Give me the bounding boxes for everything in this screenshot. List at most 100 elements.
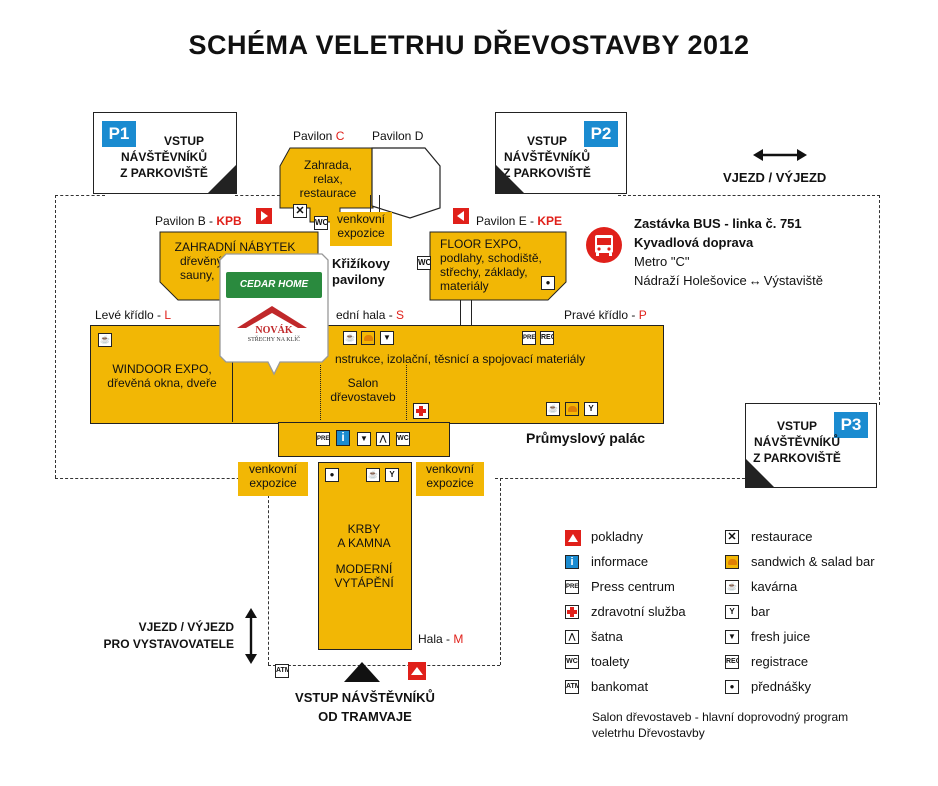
sandwich-icon	[725, 555, 739, 569]
press-icon: PRESS	[316, 432, 330, 446]
connector	[370, 195, 380, 225]
registration-icon: REG	[725, 655, 739, 669]
atm-icon: ATM	[275, 664, 289, 678]
venkovni-text: venkovní	[425, 462, 475, 476]
pavilon-e-text: podlahy, schodiště,	[440, 251, 542, 265]
parking-p1-line: VSTUP	[163, 134, 204, 148]
wc-icon: WC	[417, 256, 431, 270]
bus-line-4: Nádraží Holešovice↔Výstaviště	[634, 273, 823, 288]
juice-icon: ▼	[725, 630, 739, 644]
parking-p3-badge: P3	[834, 412, 868, 438]
legend-item: PRESS Press centrum	[565, 579, 675, 594]
bus-icon	[586, 227, 622, 263]
boundary-line	[268, 665, 500, 666]
vertical-double-arrow-icon	[245, 608, 257, 664]
legend-item: pokladny	[565, 528, 725, 550]
bus-line-3: Metro "C"	[634, 254, 690, 269]
parking-p3-line: Z PARKOVIŠTĚ	[753, 451, 841, 465]
boundary-line	[618, 195, 880, 196]
pavilon-e-text: materiály	[440, 279, 489, 293]
venkovni-text: venkovní	[248, 462, 298, 476]
lecture-icon: ●	[325, 468, 339, 482]
parking-p3-box[interactable]: P3 VSTUP NÁVŠTĚVNÍKŮ Z PARKOVIŠTĚ	[745, 403, 877, 488]
lecture-icon: ●	[725, 680, 739, 694]
ticket-office-icon	[408, 662, 426, 680]
parking-p2-line: NÁVŠTĚVNÍKŮ	[503, 150, 590, 164]
wc-icon: WC	[565, 655, 579, 669]
pavilon-b-text: dřevěný	[180, 254, 223, 268]
hala-m-text	[318, 550, 410, 562]
prumyslovy-palac-label: Průmyslový palác	[526, 430, 646, 446]
venkovni-text: expozice	[337, 226, 385, 240]
corner-arrow-icon	[496, 165, 524, 193]
venkovni-expozice-top[interactable]: venkovní expozice	[330, 212, 392, 246]
cloakroom-icon: ⋀	[565, 630, 579, 644]
bus-line-1: Zastávka BUS - linka č. 751	[634, 216, 802, 231]
parking-p2-box[interactable]: P2 VSTUP NÁVŠTĚVNÍKŮ Z PARKOVIŠTĚ	[495, 112, 627, 194]
pavilon-e-text: FLOOR EXPO,	[440, 237, 522, 251]
sandwich-icon	[565, 402, 579, 416]
leve-kridlo-label: Levé křídlo - L	[95, 308, 172, 322]
legend-item: ATM bankomat	[565, 679, 649, 694]
vjezd-top-label: VJEZD / VÝJEZD	[723, 170, 827, 185]
pavilon-c-text: restaurace	[299, 186, 357, 200]
pavilon-e-shape[interactable]	[428, 230, 570, 302]
boundary-line	[500, 478, 501, 665]
legend-item: sandwich & salad bar	[725, 553, 905, 575]
tram-entrance-label: OD TRAMVAJE	[318, 709, 412, 724]
double-arrow-icon	[753, 149, 807, 161]
press-icon: PRESS	[565, 580, 579, 594]
pavilon-c-label: Pavilon C	[293, 129, 345, 143]
tram-entrance-label: VSTUP NÁVŠTĚVNÍKŮ	[295, 690, 435, 705]
salon-text: dřevostaveb	[330, 390, 396, 404]
first-aid-icon	[565, 605, 579, 619]
parking-p1-badge: P1	[102, 121, 136, 147]
venkovni-text: venkovní	[336, 212, 386, 226]
cloakroom-icon: ⋀	[376, 432, 390, 446]
wc-icon: WC	[314, 216, 328, 230]
juice-icon: ▼	[357, 432, 371, 446]
stredni-hala-label: ední hala - S	[336, 308, 405, 322]
legend-item: ● přednášky	[725, 678, 905, 700]
legend-note: Salon dřevostaveb - hlavní doprovodný pr…	[592, 710, 849, 724]
pavilon-c-text: Zahrada,	[303, 158, 353, 172]
cafe-icon: ☕	[366, 468, 380, 482]
divider	[320, 365, 321, 420]
wc-icon: WC	[396, 432, 410, 446]
restaurant-icon: ✕	[725, 530, 739, 544]
boundary-line	[268, 490, 269, 665]
krizikovy-label: pavilony	[332, 272, 385, 287]
pavilon-c-text: relax,	[313, 172, 343, 186]
novak-subtitle: STŘECHY NA KLÍČ	[247, 337, 301, 343]
hala-m[interactable]	[318, 462, 412, 650]
sandwich-icon	[361, 331, 375, 345]
press-icon: PRESS	[522, 331, 536, 345]
parking-p1-line: NÁVŠTĚVNÍKŮ	[120, 150, 207, 164]
pavilon-d-shape[interactable]	[370, 146, 445, 226]
legend-item: ⋀ šatna	[565, 628, 725, 650]
parking-p2-badge: P2	[584, 121, 618, 147]
cafe-icon: ☕	[98, 333, 112, 347]
parking-p2-line: VSTUP	[526, 134, 567, 148]
novak-roof-icon	[237, 306, 307, 328]
double-arrow-icon: ↔	[748, 273, 762, 288]
info-icon: i	[336, 430, 350, 446]
legend-item: i informace	[565, 553, 725, 575]
info-icon: i	[565, 555, 579, 569]
venkovni-expozice-left[interactable]: venkovní expozice	[238, 462, 308, 496]
page-title: SCHÉMA VELETRHU DŘEVOSTAVBY 2012	[188, 30, 750, 60]
parking-p2-line: Z PARKOVIŠTĚ	[503, 166, 591, 180]
parking-p1-box[interactable]: P1 VSTUP NÁVŠTĚVNÍKŮ Z PARKOVIŠTĚ	[93, 112, 237, 194]
registration-icon: REG	[540, 331, 554, 345]
prave-kridlo-label: Pravé křídlo - P	[564, 308, 647, 322]
hala-m-text: KRBY	[347, 522, 381, 536]
venkovni-expozice-right[interactable]: venkovní expozice	[416, 462, 484, 496]
pavilon-b-text: sauny,	[180, 268, 215, 282]
corner-arrow-icon	[208, 165, 236, 193]
ticket-office-icon	[565, 530, 581, 546]
hala-m-text: VYTÁPĚNÍ	[334, 576, 394, 590]
parking-p1-line: Z PARKOVIŠTĚ	[120, 166, 208, 180]
boundary-line	[55, 478, 265, 479]
ticket-office-icon	[256, 208, 272, 224]
venkovni-text: expozice	[426, 476, 474, 490]
